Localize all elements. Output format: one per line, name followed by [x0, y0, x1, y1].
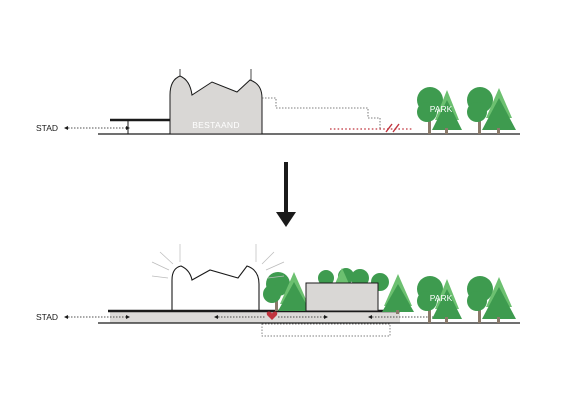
- bottom-city-arrow-right-head: [126, 315, 130, 319]
- glow-right-rays: [255, 244, 285, 279]
- tree-trunk: [497, 317, 500, 323]
- top-park-label: PARK: [430, 104, 453, 114]
- bottom-existing-building: [171, 265, 260, 311]
- bottom-park-link-left-head: [368, 315, 372, 319]
- tree-trunk: [478, 114, 481, 134]
- tree-crown: [467, 102, 487, 122]
- top-city-arrow-left-head: [64, 126, 68, 130]
- bottom-city-arrow-left-head: [64, 315, 68, 319]
- tree-trunk: [428, 114, 431, 134]
- bottom-new-building: [305, 282, 379, 312]
- tree-trunk: [275, 294, 278, 311]
- top-city-label: STAD: [36, 123, 58, 133]
- tree-trunk: [478, 303, 481, 323]
- tree-trunk: [428, 303, 431, 323]
- heart-icon: [266, 311, 278, 320]
- tree-crown: [263, 285, 281, 303]
- top-city-arrow-right-head: [126, 126, 130, 130]
- bottom-park-trees: [417, 276, 516, 323]
- tree-trunk: [396, 310, 399, 314]
- tree-crown: [334, 268, 350, 286]
- transition-arrow: [276, 162, 296, 227]
- tree-crown: [417, 291, 437, 311]
- tree-crown: [482, 287, 516, 319]
- bottom-park-label: PARK: [430, 293, 453, 303]
- tree-crown: [432, 100, 462, 130]
- top-red-break-2: [392, 123, 400, 133]
- tree-crown: [482, 98, 516, 130]
- arrow-down-icon: [276, 212, 296, 227]
- top-scheme: STAD BESTAAND PARK: [36, 69, 520, 135]
- top-existing-building: [169, 75, 263, 135]
- tree-crown: [382, 284, 414, 312]
- bottom-scheme: STAD PARK: [36, 244, 520, 337]
- bottom-underground-outline: [261, 323, 391, 337]
- top-building-label: BESTAAND: [192, 120, 240, 130]
- bottom-city-label: STAD: [36, 312, 58, 322]
- bottom-green-zone: [263, 268, 414, 314]
- tree-trunk: [497, 128, 500, 134]
- tree-crown: [467, 291, 487, 311]
- tree-crown: [318, 270, 334, 286]
- top-red-break-1: [385, 123, 393, 133]
- glow-left-rays: [151, 244, 181, 279]
- bottom-link-arrow-right-head: [324, 315, 328, 319]
- bottom-link-arrow-left-head: [214, 315, 218, 319]
- tree-trunk: [445, 128, 448, 134]
- top-park-trees: [417, 87, 516, 134]
- arrow-shaft: [284, 162, 288, 212]
- tree-crown: [278, 282, 310, 311]
- tree-crown: [432, 289, 462, 319]
- tree-crown: [417, 102, 437, 122]
- tree-trunk: [445, 317, 448, 323]
- top-future-extension-outline: [262, 97, 381, 130]
